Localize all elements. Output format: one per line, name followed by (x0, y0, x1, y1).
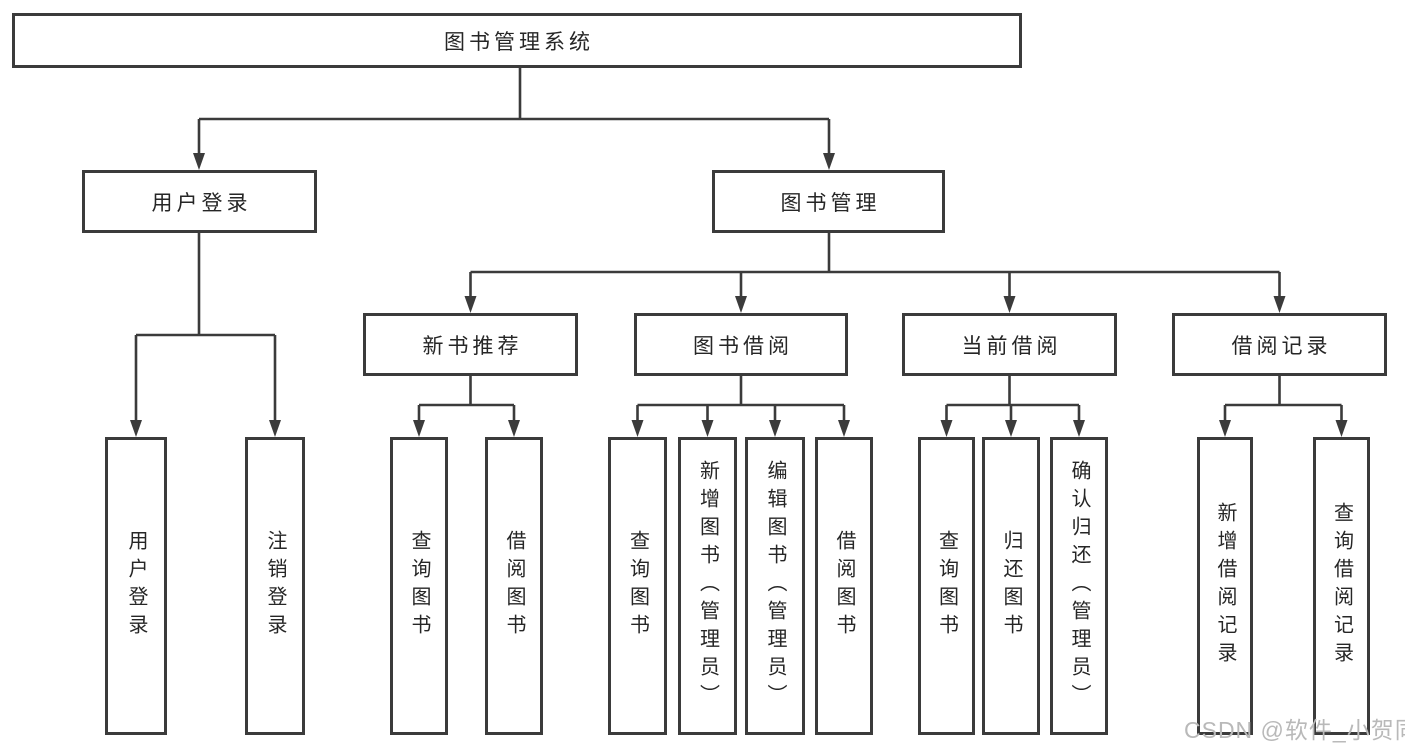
leaf-br-query-record: 查询借阅记录 (1313, 437, 1370, 735)
node-root-label: 图书管理系统 (444, 30, 594, 54)
connector-new-book-rec-children (413, 376, 520, 437)
arrowhead (769, 420, 781, 437)
node-book-management-label: 图书管理 (780, 191, 881, 215)
node-current-borrow: 当前借阅 (902, 313, 1117, 376)
leaf-nbr-borrow-books-label: 借阅图书 (503, 530, 525, 642)
arrowhead (130, 420, 142, 437)
node-borrow-records-label: 借阅记录 (1231, 334, 1332, 358)
arrowhead (940, 420, 953, 437)
arrowhead (1335, 420, 1348, 437)
leaf-br-query-record-label: 查询借阅记录 (1330, 502, 1353, 670)
leaf-bb-query-books-label: 查询图书 (626, 530, 649, 642)
leaf-bb-add-books-admin: 新增图书（管理员） (678, 437, 737, 735)
node-root: 图书管理系统 (12, 13, 1022, 68)
arrowhead (701, 420, 714, 437)
leaf-nbr-query-books: 查询图书 (390, 437, 448, 735)
connector-book-management-children (464, 233, 1286, 313)
arrowhead (413, 420, 425, 437)
arrowhead (1273, 296, 1286, 313)
leaf-cb-return-books: 归还图书 (982, 437, 1040, 735)
node-new-book-recommend-label: 新书推荐 (422, 334, 523, 358)
leaf-bb-query-books: 查询图书 (608, 437, 667, 735)
arrowhead (823, 153, 835, 170)
leaf-br-add-record-label: 新增借阅记录 (1214, 502, 1236, 670)
leaf-logout-label: 注销登录 (264, 530, 286, 642)
csdn-watermark: CSDN @软件_小贺同学 (1184, 717, 1405, 743)
leaf-bb-add-books-admin-label: 新增图书（管理员） (696, 460, 719, 712)
connector-book-borrow-children (631, 376, 850, 437)
node-new-book-recommend: 新书推荐 (363, 313, 578, 376)
connector-borrow-records-children (1219, 376, 1348, 437)
arrowhead (735, 296, 747, 313)
leaf-logout: 注销登录 (245, 437, 305, 735)
node-book-borrow-label: 图书借阅 (693, 334, 793, 358)
arrowhead (631, 420, 644, 437)
arrowhead (269, 420, 281, 437)
arrowhead (508, 420, 520, 437)
connector-current-borrow-children (940, 376, 1085, 437)
node-current-borrow-label: 当前借阅 (961, 334, 1062, 358)
leaf-cb-confirm-return-admin: 确认归还（管理员） (1050, 437, 1108, 735)
arrowhead (1219, 420, 1231, 437)
leaf-nbr-borrow-books: 借阅图书 (485, 437, 543, 735)
leaf-bb-borrow-books-label: 借阅图书 (833, 530, 855, 642)
connector-root-to-level2 (193, 68, 835, 170)
leaf-nbr-query-books-label: 查询图书 (408, 530, 430, 642)
leaf-cb-return-books-label: 归还图书 (1000, 530, 1022, 642)
leaf-bb-borrow-books: 借阅图书 (815, 437, 873, 735)
leaf-user-login: 用户登录 (105, 437, 167, 735)
leaf-user-login-label: 用户登录 (125, 530, 147, 642)
arrowhead (1073, 420, 1085, 437)
arrowhead (1005, 420, 1017, 437)
node-book-management: 图书管理 (712, 170, 945, 233)
arrowhead (1003, 296, 1016, 313)
leaf-cb-query-books-label: 查询图书 (935, 530, 958, 642)
leaf-cb-confirm-return-admin-label: 确认归还（管理员） (1068, 460, 1090, 712)
arrowhead (193, 153, 205, 170)
node-borrow-records: 借阅记录 (1172, 313, 1387, 376)
arrowhead (464, 296, 477, 313)
leaf-bb-edit-books-admin-label: 编辑图书（管理员） (764, 460, 786, 712)
arrowhead (838, 420, 850, 437)
connector-user-login-children (130, 233, 281, 437)
node-user-login: 用户登录 (82, 170, 317, 233)
node-user-login-label: 用户登录 (151, 191, 252, 215)
leaf-br-add-record: 新增借阅记录 (1197, 437, 1253, 735)
leaf-cb-query-books: 查询图书 (918, 437, 975, 735)
leaf-bb-edit-books-admin: 编辑图书（管理员） (745, 437, 805, 735)
node-book-borrow: 图书借阅 (634, 313, 848, 376)
